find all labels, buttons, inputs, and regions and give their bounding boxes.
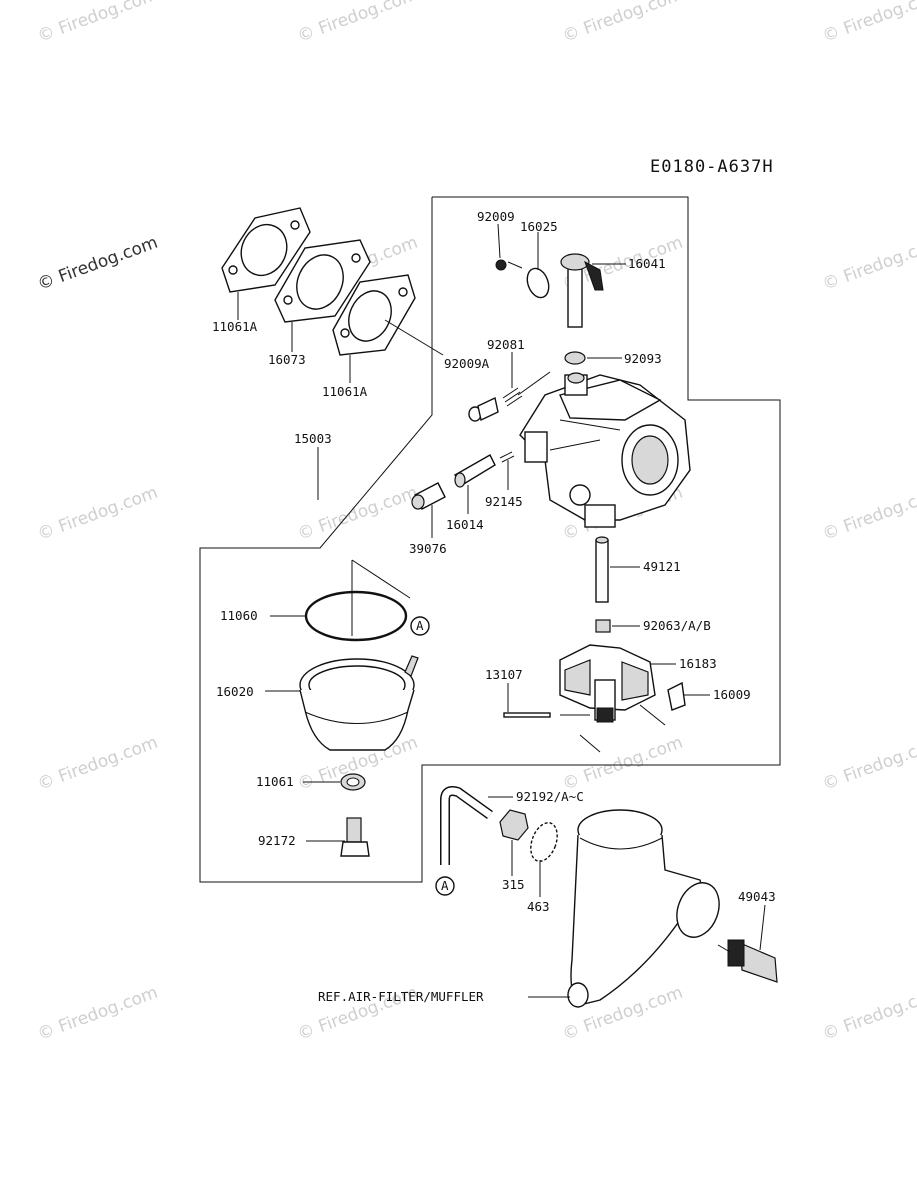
watermark: © Firedog.com (820, 233, 917, 295)
label-11061A-2: 11061A (322, 384, 368, 399)
watermark: © Firedog.com (820, 733, 917, 795)
label-315: 315 (502, 877, 525, 892)
watermark: © Firedog.com (295, 483, 421, 545)
label-92009A: 92009A (444, 356, 490, 371)
watermark: © Firedog.com (35, 983, 161, 1045)
seal-92093 (564, 351, 586, 365)
label-92145: 92145 (485, 494, 523, 509)
spring-92145 (499, 451, 515, 463)
main-nozzle-49121 (595, 536, 609, 603)
label-16020: 16020 (216, 684, 254, 699)
label-49043: 49043 (738, 889, 776, 904)
intake-elbow (567, 809, 720, 1008)
watermark: © Firedog.com (295, 0, 421, 47)
float-needle-16009 (667, 681, 686, 711)
sensor-49043 (717, 939, 778, 983)
label-92172: 92172 (258, 833, 296, 848)
leader-49043 (759, 904, 766, 951)
drain-bolt-92172 (340, 817, 370, 857)
pin-13107 (503, 712, 551, 718)
label-13107: 13107 (485, 667, 523, 682)
label-92063: 92063/A/B (643, 618, 711, 633)
label-92009: 92009 (477, 209, 515, 224)
label-11061: 11061 (256, 774, 294, 789)
watermark: © Firedog.com (560, 0, 686, 47)
watermark-primary: © Firedog.com (35, 233, 161, 295)
label-16183: 16183 (679, 656, 717, 671)
nut-315 (499, 809, 529, 841)
watermark: © Firedog.com (820, 483, 917, 545)
label-11061A-1: 11061A (212, 319, 258, 334)
pointer-line (351, 559, 411, 599)
float-16183 (559, 644, 656, 723)
part-labels: 92009 16025 16041 11061A 16073 11061A 92… (212, 209, 776, 1004)
diagram-code: E0180-A637H (650, 157, 774, 177)
spring-92081 (502, 387, 523, 407)
watermark: © Firedog.com (820, 0, 917, 47)
lock-washer-463 (530, 822, 558, 862)
callout-marker-a-top (410, 616, 430, 636)
label-16014: 16014 (446, 517, 484, 532)
main-jet-92063 (595, 619, 611, 633)
watermark: © Firedog.com (560, 733, 686, 795)
leader-92009A (384, 319, 444, 356)
watermark: © Firedog.com (35, 483, 161, 545)
fuel-hose-92192 (440, 786, 493, 865)
callout-marker-a-top-text: A (416, 618, 424, 633)
callout-marker-a-bottom (435, 876, 455, 896)
label-92093: 92093 (624, 351, 662, 366)
label-16025: 16025 (520, 219, 558, 234)
carburetor-body (519, 372, 691, 528)
label-92192: 92192/A~C (516, 789, 584, 804)
callout-marker-a-bottom-text: A (441, 878, 449, 893)
pointer-line (579, 734, 601, 753)
label-463: 463 (527, 899, 550, 914)
label-49121: 49121 (643, 559, 681, 574)
assembly-boundary (199, 196, 781, 883)
label-92081: 92081 (487, 337, 525, 352)
reference-label: REF.AIR-FILTER/MUFFLER (318, 989, 484, 1004)
label-16009: 16009 (713, 687, 751, 702)
jet-39076 (411, 482, 446, 510)
gasket-11061A-top (221, 207, 311, 293)
watermark: © Firedog.com (820, 983, 917, 1045)
throttle-shaft (495, 253, 604, 328)
watermark: © Firedog.com (35, 0, 161, 47)
gasket-11061A-bottom (332, 274, 416, 356)
float-bowl-16020 (299, 655, 419, 751)
watermark: © Firedog.com (35, 733, 161, 795)
pointer-line (639, 704, 666, 726)
label-16041: 16041 (628, 256, 666, 271)
pilot-jet-16014 (453, 454, 496, 488)
gasket-16073 (274, 239, 371, 323)
leader-92009 (497, 223, 501, 259)
label-11060: 11060 (220, 608, 258, 623)
label-39076: 39076 (409, 541, 447, 556)
o-ring-11060 (304, 590, 408, 642)
leader-assy (517, 371, 551, 396)
label-16073: 16073 (268, 352, 306, 367)
screw-92009A (468, 396, 499, 422)
label-15003: 15003 (294, 431, 332, 446)
